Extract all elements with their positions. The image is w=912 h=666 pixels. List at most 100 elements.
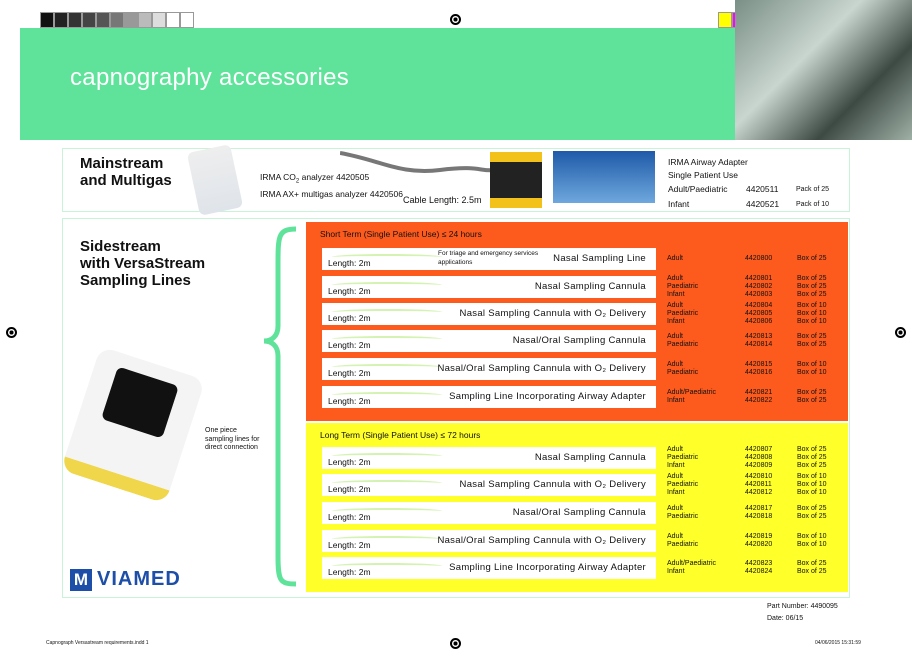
pack-size: Box of 10	[797, 310, 827, 317]
tube-image	[332, 563, 442, 569]
product-code: 4420813	[745, 333, 773, 340]
size-label: Adult	[667, 255, 683, 262]
size-label: Adult	[667, 505, 683, 512]
product-code: 4420810	[745, 473, 773, 480]
cable-length: Cable Length: 2.5m	[403, 195, 482, 205]
size-label: Infant	[667, 489, 685, 496]
pack-size: Box of 25	[797, 462, 827, 469]
size-label: Infant	[667, 397, 685, 404]
product-name: Nasal Sampling Cannula with O₂ Delivery	[459, 479, 646, 490]
product-code: 4420808	[745, 454, 773, 461]
size-label: Paediatric	[667, 513, 699, 520]
size-label: Adult/Paediatric	[667, 560, 717, 567]
pack-size: Box of 25	[797, 397, 827, 404]
analyzer-list: IRMA CO2 analyzer 4420505 IRMA AX+ multi…	[260, 172, 403, 199]
size-label: Infant	[667, 291, 685, 298]
tube-image	[332, 508, 442, 514]
length-label: Length: 2m	[328, 258, 371, 268]
pack-size: Box of 25	[797, 446, 827, 453]
length-label: Length: 2m	[328, 540, 371, 550]
pack-size: Box of 25	[797, 275, 827, 282]
size-label: Paediatric	[667, 454, 699, 461]
pack-size: Box of 10	[797, 361, 827, 368]
short-term-panel: Short Term (Single Patient Use) ≤ 24 hou…	[306, 222, 848, 421]
pack-size: Box of 25	[797, 291, 827, 298]
file-name: Capnograph Versastream requirements.indd…	[46, 640, 149, 646]
pack-size: Box of 25	[797, 513, 827, 520]
tube-image	[332, 480, 442, 486]
product-code: 4420815	[745, 361, 773, 368]
length-label: Length: 2m	[328, 484, 371, 494]
product-code: 4420820	[745, 541, 773, 548]
product-code: 4420806	[745, 318, 773, 325]
product-code: 4420816	[745, 369, 773, 376]
product-code: 4420823	[745, 560, 773, 567]
long-term-title: Long Term (Single Patient Use) ≤ 72 hour…	[320, 430, 481, 440]
product-name: Nasal/Oral Sampling Cannula	[512, 335, 646, 346]
size-label: Paediatric	[667, 283, 699, 290]
product-row: Length: 2m Nasal/Oral Sampling Cannula wi…	[322, 530, 656, 552]
pack-size: Box of 10	[797, 318, 827, 325]
product-code: 4420811	[745, 481, 772, 488]
product-spec-table: Adult 4420800 Box of 25	[667, 255, 847, 263]
product-name: Nasal Sampling Cannula with O₂ Delivery	[459, 308, 646, 319]
tube-image	[332, 309, 442, 315]
size-label: Infant	[667, 568, 685, 575]
size-label: Paediatric	[667, 310, 699, 317]
product-code: 4420819	[745, 533, 773, 540]
pack-size: Box of 25	[797, 560, 827, 567]
pack-size: Box of 25	[797, 255, 827, 262]
tube-image	[332, 254, 442, 260]
pack-size: Box of 25	[797, 505, 827, 512]
product-row: Length: 2m Nasal Sampling Cannula with O₂…	[322, 474, 656, 496]
size-label: Paediatric	[667, 341, 699, 348]
product-code: 4420807	[745, 446, 773, 453]
product-code: 4420800	[745, 255, 773, 262]
size-label: Adult	[667, 275, 683, 282]
tube-image	[332, 536, 442, 542]
size-label: Adult	[667, 446, 683, 453]
registration-mark-icon	[450, 638, 461, 649]
product-name: Nasal Sampling Cannula	[534, 281, 646, 292]
product-row: Length: 2m Nasal/Oral Sampling Cannula	[322, 330, 656, 352]
pack-size: Box of 10	[797, 481, 827, 488]
long-term-panel: Long Term (Single Patient Use) ≤ 72 hour…	[306, 423, 848, 592]
size-label: Paediatric	[667, 481, 699, 488]
registration-mark-icon	[6, 327, 17, 338]
length-label: Length: 2m	[328, 512, 371, 522]
pack-size: Box of 25	[797, 454, 827, 461]
length-label: Length: 2m	[328, 340, 371, 350]
cable-image	[340, 151, 496, 173]
size-label: Adult	[667, 302, 683, 309]
product-code: 4420803	[745, 291, 773, 298]
mainstream-section	[62, 148, 850, 212]
product-name: Nasal/Oral Sampling Cannula with O₂ Deli…	[437, 535, 646, 546]
length-label: Length: 2m	[328, 286, 371, 296]
tube-image	[332, 453, 442, 459]
product-code: 4420812	[745, 489, 773, 496]
print-timestamp: 04/06/2015 15:31:59	[815, 640, 861, 646]
registration-mark-icon	[450, 14, 461, 25]
product-name: Sampling Line Incorporating Airway Adapt…	[449, 562, 646, 573]
pack-size: Box of 10	[797, 489, 827, 496]
product-code: 4420804	[745, 302, 773, 309]
product-code: 4420824	[745, 568, 773, 575]
product-name: Nasal/Oral Sampling Cannula with O₂ Deli…	[437, 363, 646, 374]
product-code: 4420821	[745, 389, 773, 396]
tube-image	[332, 392, 442, 398]
product-name: Nasal Sampling Cannula	[534, 452, 646, 463]
versastream-monitor-image	[60, 340, 210, 504]
size-label: Adult	[667, 533, 683, 540]
page-title: capnography accessories	[70, 64, 350, 91]
size-label: Adult/Paediatric	[667, 389, 717, 396]
size-label: Infant	[667, 318, 685, 325]
tube-image	[332, 364, 442, 370]
